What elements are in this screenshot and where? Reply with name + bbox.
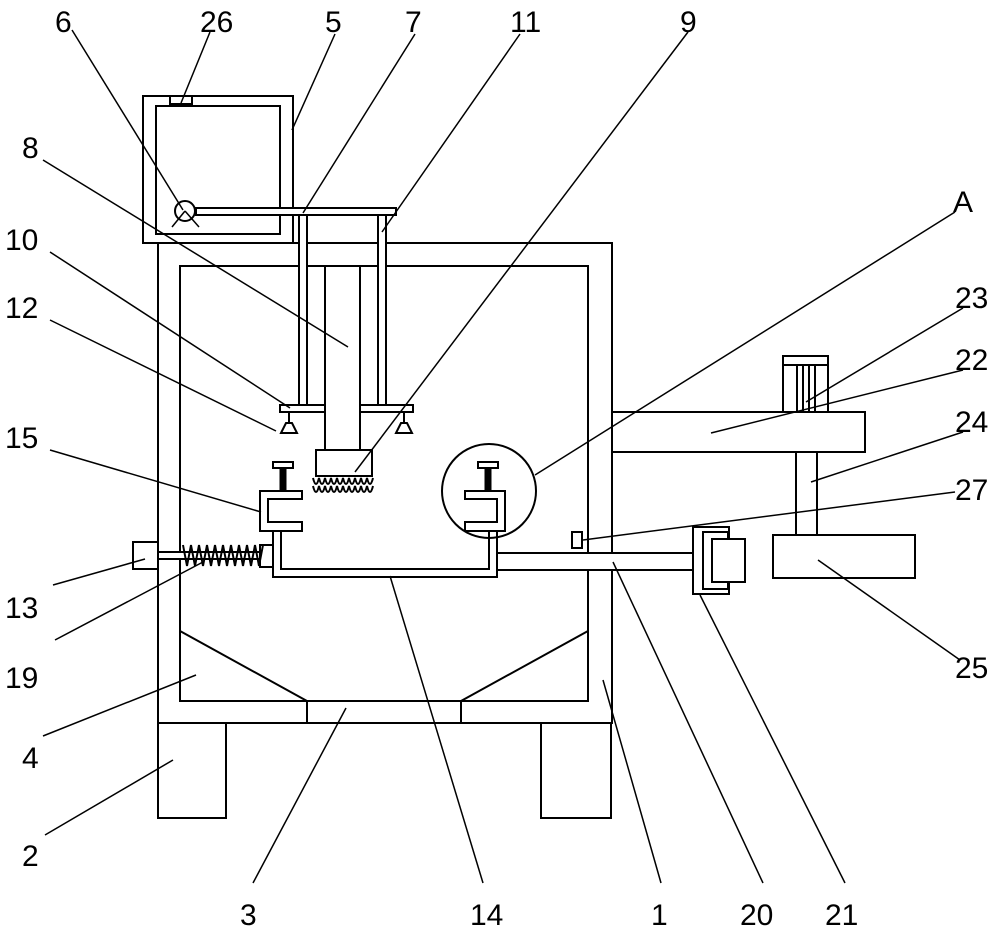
- label-25: 25: [955, 652, 988, 685]
- label-21: 21: [825, 899, 858, 932]
- label-14: 14: [470, 899, 503, 932]
- side-assembly: [611, 355, 916, 579]
- label-3: 3: [240, 899, 257, 932]
- label-19: 19: [5, 662, 38, 695]
- leader-lines: [42, 29, 964, 884]
- label-15: 15: [5, 422, 38, 455]
- part-labels: 6 26 5 7 11 9 8 10 12 15 13 19 4 2 3 14 …: [5, 6, 988, 932]
- label-13: 13: [5, 592, 38, 625]
- label-11: 11: [510, 6, 541, 39]
- label-A: A: [953, 186, 973, 219]
- legs: [157, 722, 612, 819]
- label-1: 1: [651, 899, 668, 932]
- label-6: 6: [55, 6, 72, 39]
- label-10: 10: [5, 224, 38, 257]
- label-9: 9: [680, 6, 697, 39]
- crossbars: [279, 404, 414, 434]
- label-22: 22: [955, 344, 988, 377]
- label-26: 26: [200, 6, 233, 39]
- u-tray: [272, 530, 498, 578]
- right-clamp: [464, 461, 506, 532]
- label-8: 8: [22, 132, 39, 165]
- label-5: 5: [325, 6, 342, 39]
- label-2: 2: [22, 840, 39, 873]
- top-box: [142, 95, 294, 244]
- left-rod: [132, 541, 274, 570]
- connector: [692, 526, 746, 595]
- label-7: 7: [405, 6, 422, 39]
- hopper: [179, 629, 589, 724]
- label-12: 12: [5, 292, 38, 325]
- label-20: 20: [740, 899, 773, 932]
- label-24: 24: [955, 406, 988, 439]
- label-23: 23: [955, 282, 988, 315]
- label-27: 27: [955, 474, 988, 507]
- label-4: 4: [22, 742, 39, 775]
